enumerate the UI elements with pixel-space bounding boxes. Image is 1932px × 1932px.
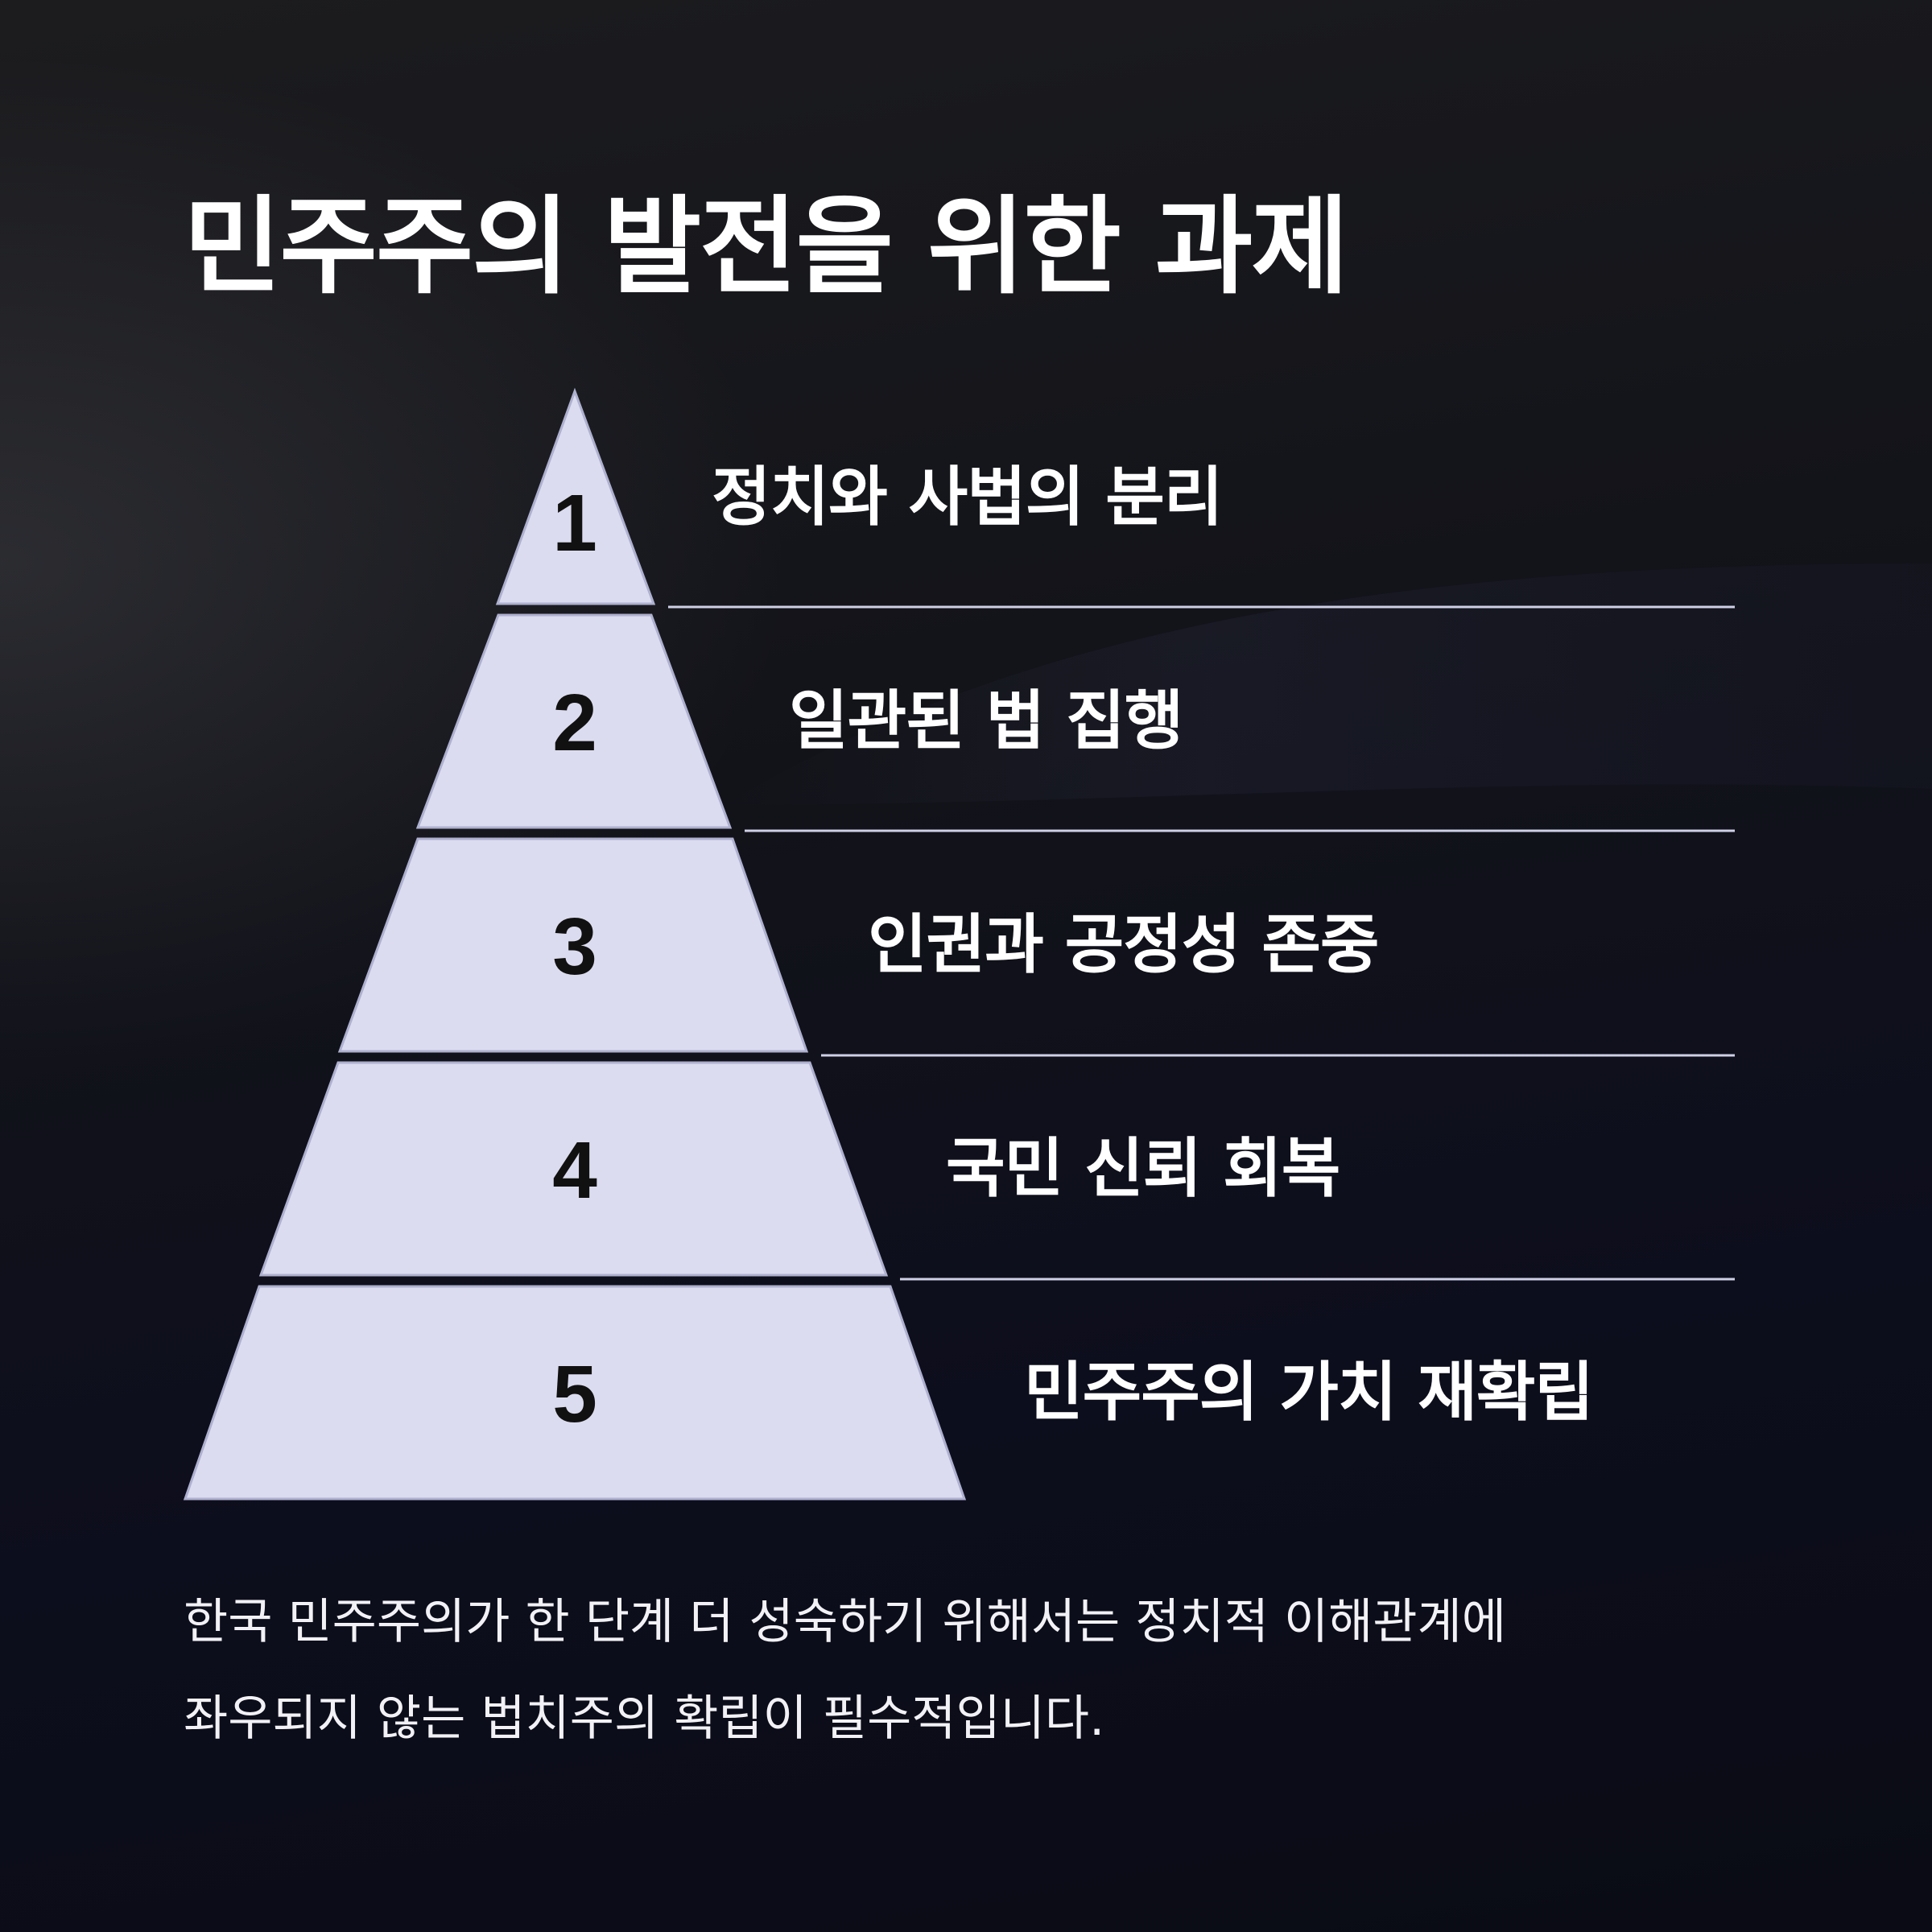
pyramid-tier-4 [258,1061,889,1277]
tier-label-3: 인권과 공정성 존중 [868,907,1380,982]
pyramid-tier-5 [183,1285,967,1501]
tier-number-4: 4 [552,1125,597,1216]
pyramid-tier-2 [415,613,733,829]
footer-line-2: 좌우되지 않는 법치주의 확립이 필수적입니다. [184,1690,1105,1747]
tier-label-5: 민주주의 가치 재확립 [1024,1355,1594,1430]
tier-label-2: 일관된 법 집행 [789,683,1183,758]
footer-description: 한국 민주주의가 한 단계 더 성숙하기 위해서는 정치적 이해관계에 좌우되지… [184,1574,1794,1767]
pyramid-tier-1 [495,387,656,605]
tier-number-5: 5 [552,1349,597,1439]
tier-number-2: 2 [552,678,597,768]
pyramid-tier-3 [337,837,809,1053]
page-title: 민주주의 발전을 위한 과제 [184,185,1349,309]
footer-line-1: 한국 민주주의가 한 단계 더 성숙하기 위해서는 정치적 이해관계에 [184,1594,1506,1650]
tier-label-4: 국민 신뢰 회복 [946,1131,1340,1206]
tier-number-1: 1 [552,478,597,568]
tier-label-1: 정치와 사법의 분리 [712,460,1224,535]
tier-number-3: 3 [552,902,597,992]
